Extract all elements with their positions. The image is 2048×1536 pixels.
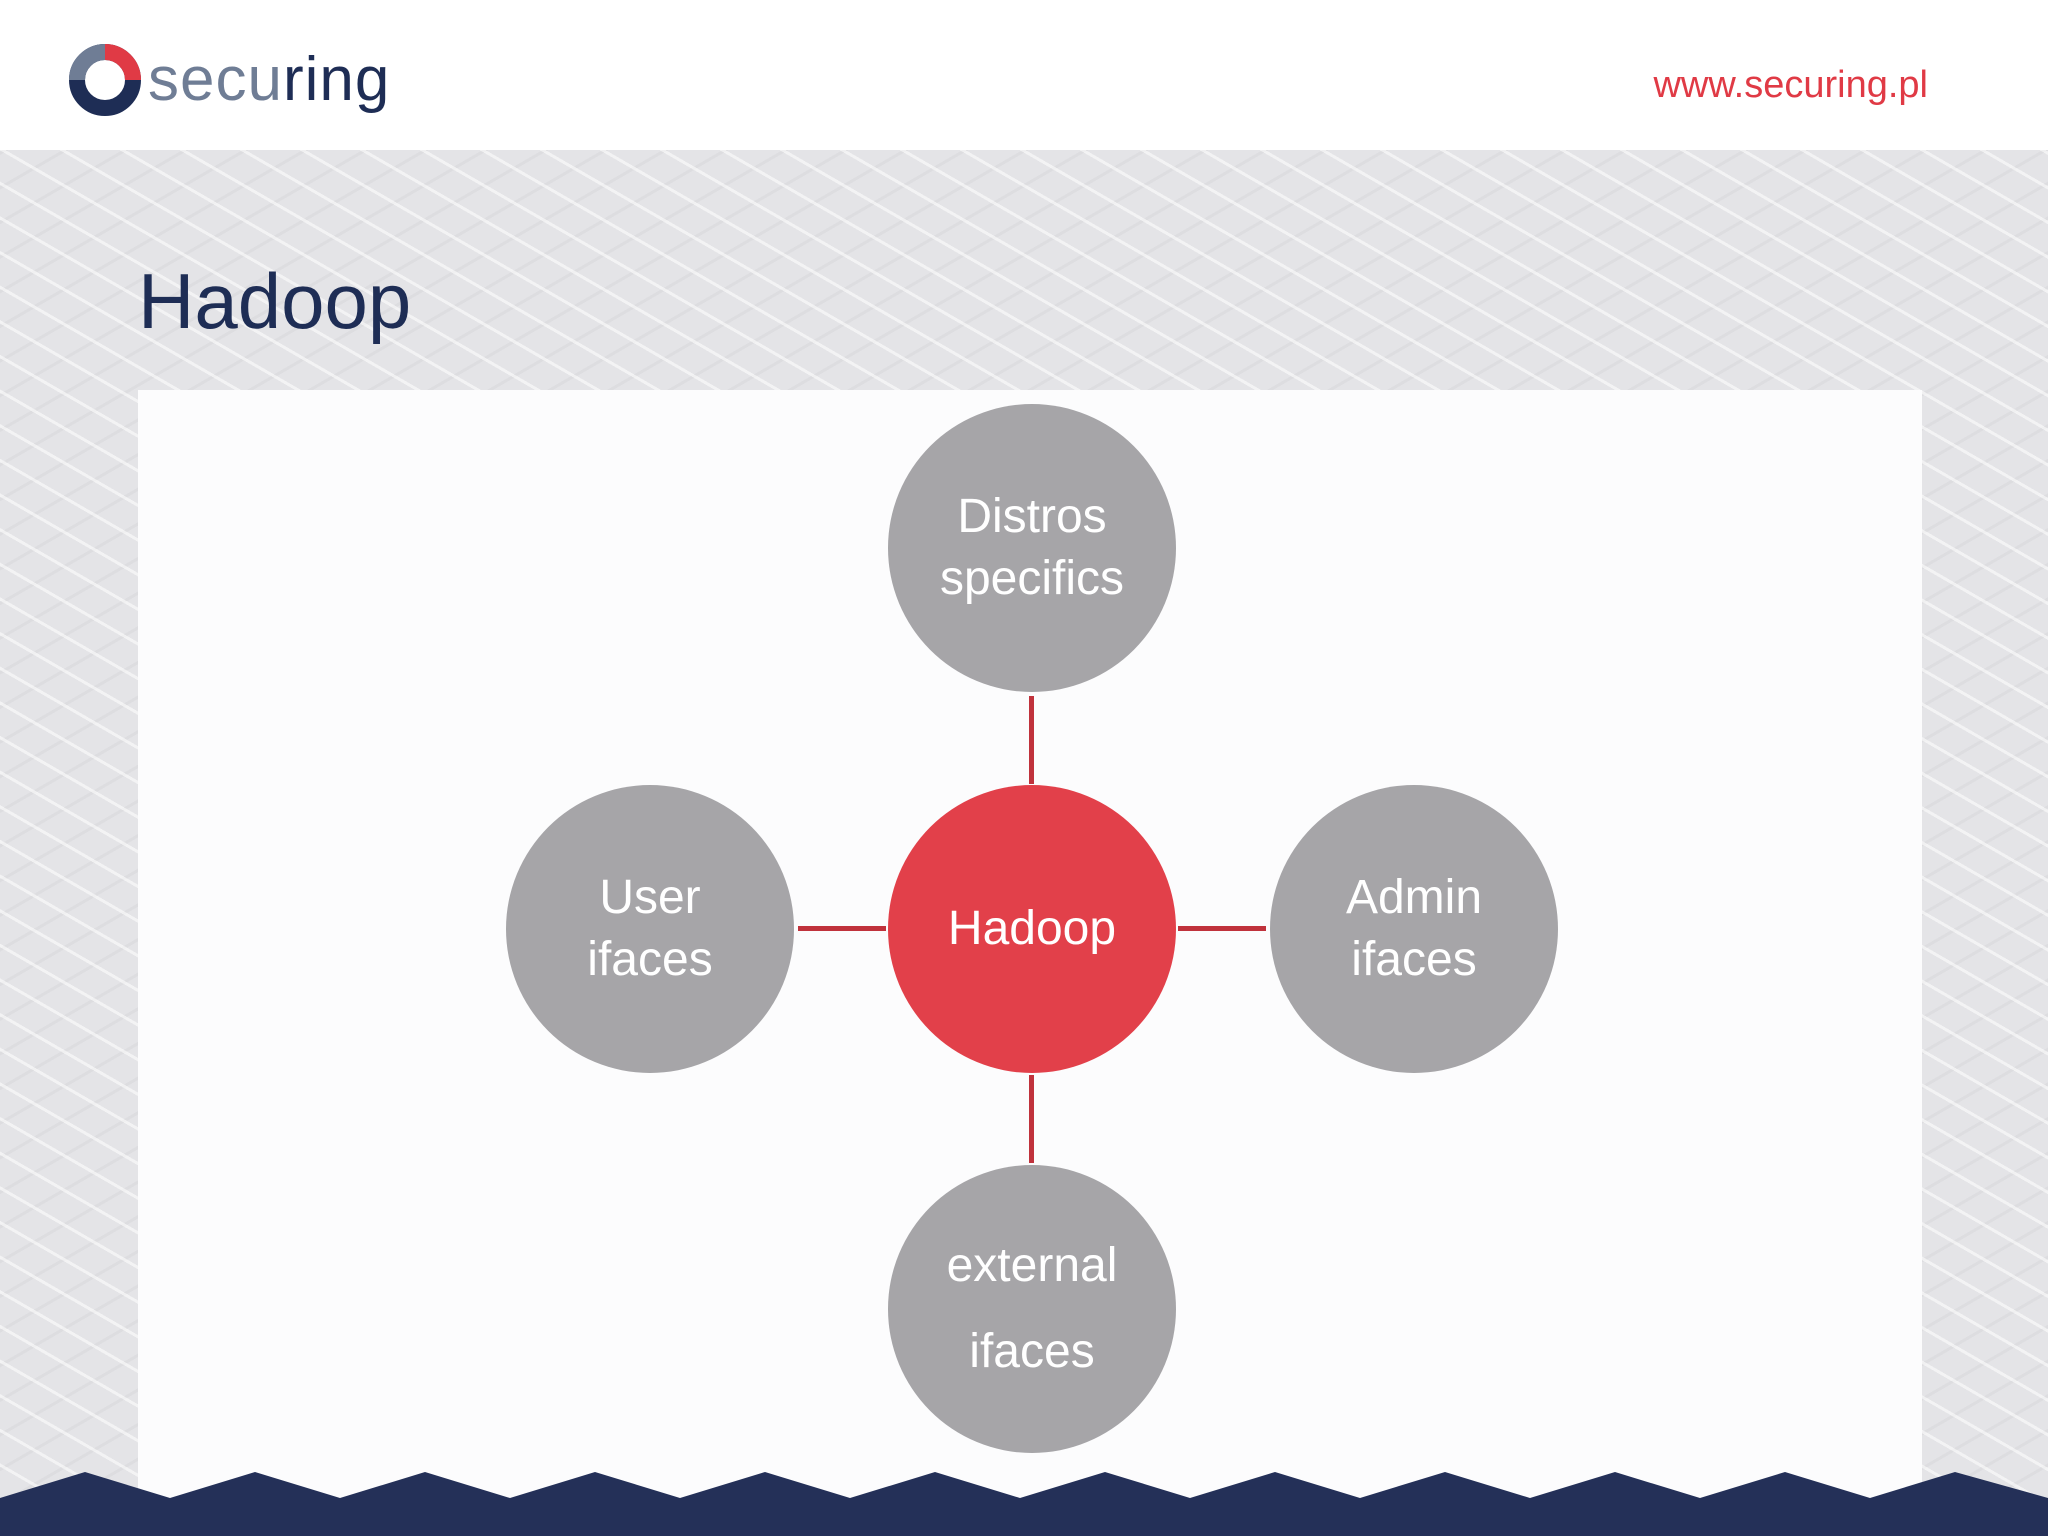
header-bar: securing www.securing.pl [0,0,2048,150]
logo-wordmark-part1: secu [148,45,283,114]
logo-wordmark-part2: ring [282,45,391,114]
footer-zigzag-band [0,1472,2048,1536]
connector-left [798,926,886,931]
node-hadoop-center: Hadoop [888,785,1176,1073]
node-external-ifaces: external ifaces [888,1165,1176,1453]
slide-title: Hadoop [138,257,412,345]
node-admin-ifaces: Admin ifaces [1270,785,1558,1073]
connector-top [1029,696,1034,784]
connector-right [1178,926,1266,931]
securing-ring-logo-icon [69,44,141,116]
node-distros-specifics: Distros specifics [888,404,1176,692]
logo-wordmark: securing [148,49,390,111]
connector-bottom [1029,1075,1034,1163]
node-user-ifaces: User ifaces [506,785,794,1073]
website-url[interactable]: www.securing.pl [1653,64,1928,106]
securing-logo: securing [68,38,390,122]
